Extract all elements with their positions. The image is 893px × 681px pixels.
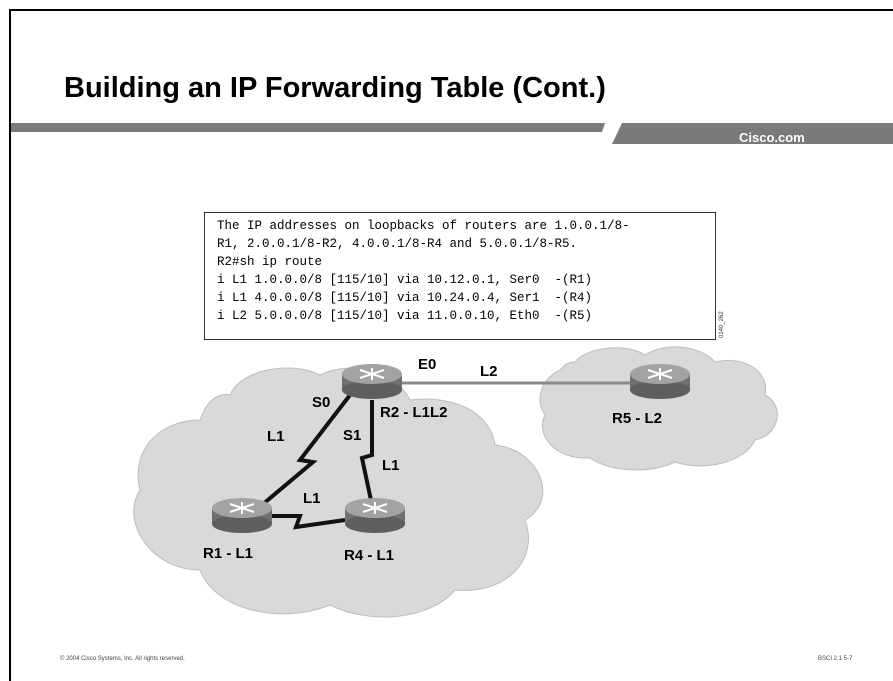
code-line: i L2 5.0.0.0/8 [115/10] via 11.0.0.10, E…	[217, 309, 593, 323]
link-r1-r4	[272, 514, 346, 530]
page-number-footer: BSCI 2.1 5-7	[818, 656, 853, 662]
cloud-l2-area	[539, 346, 778, 471]
copyright-footer: © 2004 Cisco Systems, Inc. All rights re…	[60, 656, 185, 662]
router-r1-icon	[212, 498, 272, 533]
link-r2-r1	[248, 393, 352, 517]
figure-code: 0140_262	[719, 311, 725, 338]
cisco-brand: Cisco.com	[739, 130, 805, 145]
code-line: R2#sh ip route	[217, 255, 323, 269]
code-line: i L1 1.0.0.0/8 [115/10] via 10.12.0.1, S…	[217, 273, 593, 287]
slide-frame	[9, 9, 893, 681]
link-r2-r1-label: L1	[267, 428, 285, 445]
interface-s0-label: S0	[312, 394, 331, 411]
interface-e0-label: E0	[418, 356, 437, 373]
router-r1-label: R1 - L1	[203, 545, 254, 562]
link-r2-r4	[359, 400, 374, 506]
link-r1-r4-label: L1	[303, 490, 321, 507]
route-output-box: The IP addresses on loopbacks of routers…	[204, 212, 716, 340]
code-line: The IP addresses on loopbacks of routers…	[217, 219, 630, 233]
page-title: Building an IP Forwarding Table (Cont.)	[64, 72, 606, 104]
title-bar	[11, 123, 893, 144]
code-line: i L1 4.0.0.0/8 [115/10] via 10.24.0.4, S…	[217, 291, 593, 305]
code-line: R1, 2.0.0.1/8-R2, 4.0.0.1/8-R4 and 5.0.0…	[217, 237, 578, 251]
router-r2-label: R2 - L1L2	[380, 404, 448, 421]
cloud-l1l2-area	[133, 367, 544, 618]
link-r2-r4-label: L1	[382, 457, 400, 474]
router-r5-label: R5 - L2	[612, 410, 663, 427]
router-r4-label: R4 - L1	[344, 547, 395, 564]
router-r5-icon	[630, 364, 690, 399]
interface-s1-label: S1	[343, 427, 362, 444]
router-r2-icon	[342, 364, 402, 399]
router-r4-icon	[345, 498, 405, 533]
link-r2-r5-label: L2	[480, 363, 498, 380]
